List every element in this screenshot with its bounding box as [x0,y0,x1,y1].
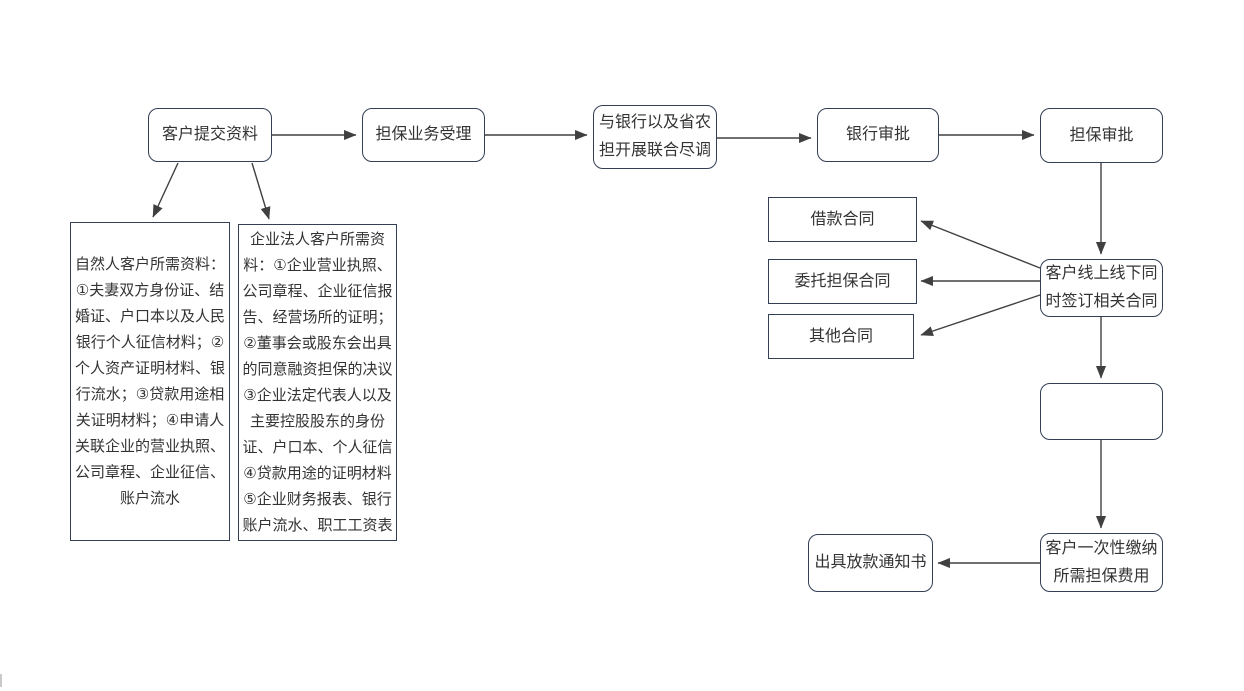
left-edge-artifact [0,674,2,687]
node-loan-disbursement-notice: 出具放款通知书 [808,534,933,592]
node-guarantee-approval: 担保审批 [1040,108,1163,163]
node-sign-contracts: 客户线上线下同 时签订相关合同 [1040,259,1163,317]
box-other-contract: 其他合同 [768,314,914,359]
node-guarantee-acceptance: 担保业务受理 [362,108,485,162]
box-entrust-guarantee-contract: 委托担保合同 [768,259,917,304]
arrow-sign-to-other-contract [920,294,1041,336]
box-loan-contract: 借款合同 [768,197,917,242]
node-pay-guarantee-fee: 客户一次性缴纳 所需担保费用 [1040,533,1163,592]
node-counter-guarantee-measures [1040,383,1163,440]
arrow-submit-to-natural-person [152,162,179,218]
box-natural-person-materials: 自然人客户所需资料： ①夫妻双方身份证、结 婚证、户口本以及人民 银行个人征信材… [70,222,230,541]
box-corporate-materials: 企业法人客户所需资 料：①企业营业执照、 公司章程、企业征信报 告、经营场所的证… [238,224,397,541]
node-bank-approval: 银行审批 [817,108,939,162]
node-customer-submit: 客户提交资料 [148,108,272,162]
arrow-submit-to-corporate [251,162,271,220]
node-joint-due-diligence: 与银行以及省农 担开展联合尽调 [593,105,717,169]
arrow-sign-to-loan-contract [920,220,1041,269]
